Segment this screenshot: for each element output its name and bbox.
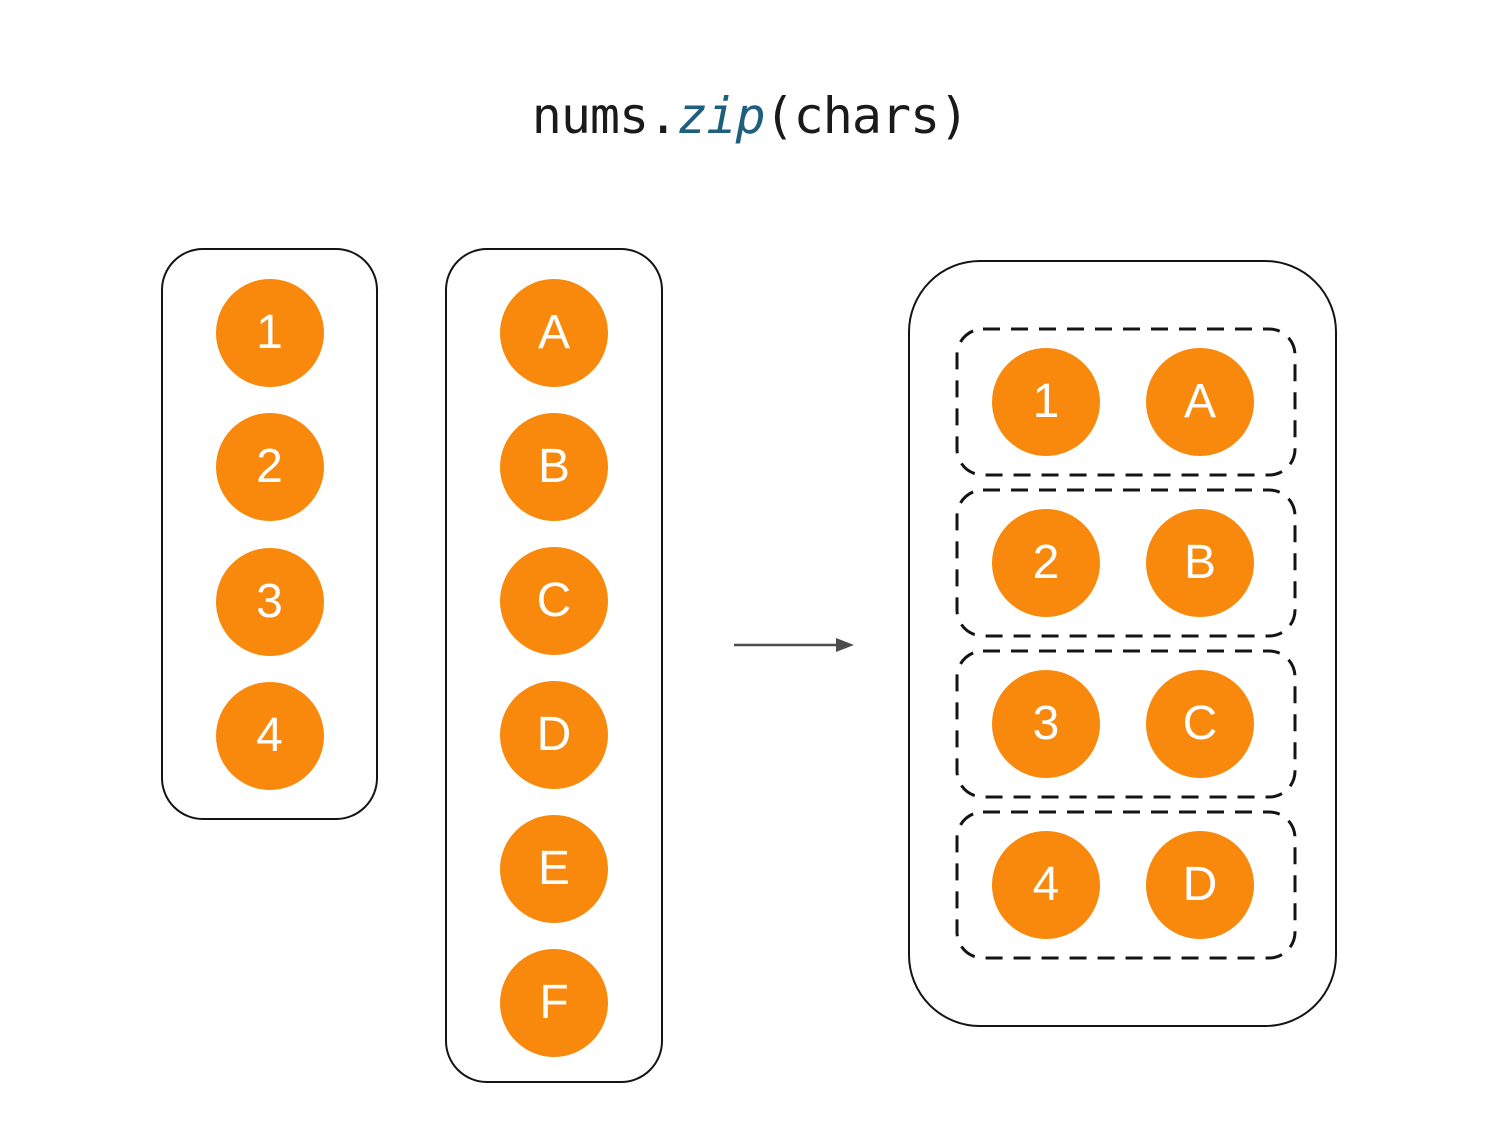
pair-3-num: 3: [992, 670, 1100, 778]
chars-item-f: F: [500, 949, 608, 1057]
pair-2-char: B: [1146, 509, 1254, 617]
pair-1-char: A: [1146, 348, 1254, 456]
chars-item-d: D: [500, 681, 608, 789]
nums-list: 1 2 3 4: [161, 248, 378, 820]
chars-item-a: A: [500, 279, 608, 387]
pair-3-char: C: [1146, 670, 1254, 778]
title-method: zip: [677, 87, 765, 145]
chars-list: A B C D E F: [445, 248, 663, 1083]
dashed-pair-border: [955, 649, 1297, 799]
chars-item-c: C: [500, 547, 608, 655]
nums-item-2: 2: [215, 413, 324, 522]
pair-4-char: D: [1146, 831, 1254, 939]
pair-4-num: 4: [992, 831, 1100, 939]
result-list: 1 A 2 B 3 C 4 D: [908, 260, 1337, 1027]
nums-item-1: 1: [215, 279, 324, 387]
pair-2-num: 2: [992, 509, 1100, 617]
nums-item-3: 3: [215, 547, 324, 656]
title-receiver: nums.: [531, 87, 679, 145]
title-code: nums.zip(chars): [0, 88, 1500, 144]
title-args: (chars): [764, 87, 970, 145]
dashed-pair-border: [955, 810, 1297, 960]
pair-box-4: 4 D: [955, 810, 1297, 960]
pair-1-num: 1: [992, 348, 1100, 456]
dashed-pair-border: [955, 327, 1297, 477]
chars-item-e: E: [500, 815, 608, 923]
chars-item-b: B: [500, 413, 608, 521]
pair-box-2: 2 B: [955, 488, 1297, 638]
pair-box-1: 1 A: [955, 327, 1297, 477]
dashed-pair-border: [955, 488, 1297, 638]
nums-item-4: 4: [215, 681, 324, 790]
pair-box-3: 3 C: [955, 649, 1297, 799]
arrow-right-icon: [734, 638, 854, 652]
